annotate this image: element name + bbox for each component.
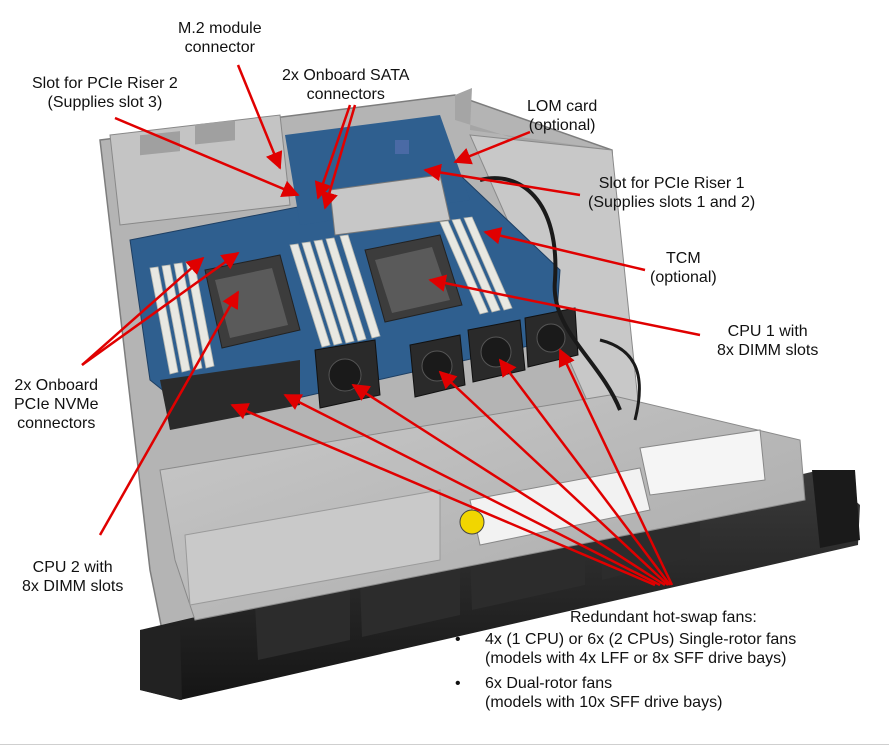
label-pcie-riser-1: Slot for PCIe Riser 1(Supplies slots 1 a… [588, 175, 756, 211]
bullet-icon: • [455, 631, 461, 648]
air-baffle [160, 360, 300, 430]
riser-cage [109, 114, 291, 226]
fans-item-2: • 6x Dual-rotor fans (models with 10x SF… [455, 675, 723, 711]
bullet-icon: • [455, 675, 461, 692]
divider [0, 744, 889, 745]
label-lom-card: LOM card(optional) [527, 98, 598, 134]
cable [599, 338, 641, 421]
fans-title: Redundant hot-swap fans: [570, 609, 757, 626]
label-fans: Redundant hot-swap fans: • 4x (1 CPU) or… [455, 608, 797, 712]
label-tcm: TCM(optional) [650, 250, 717, 286]
label-pcie-riser-2: Slot for PCIe Riser 2(Supplies slot 3) [32, 75, 178, 111]
callout-arrows [81, 64, 701, 587]
cable [479, 176, 622, 411]
fans-item-1: • 4x (1 CPU) or 6x (2 CPUs) Single-rotor… [455, 631, 797, 667]
dimm-slots [149, 216, 513, 375]
cpu-sockets [204, 234, 463, 349]
